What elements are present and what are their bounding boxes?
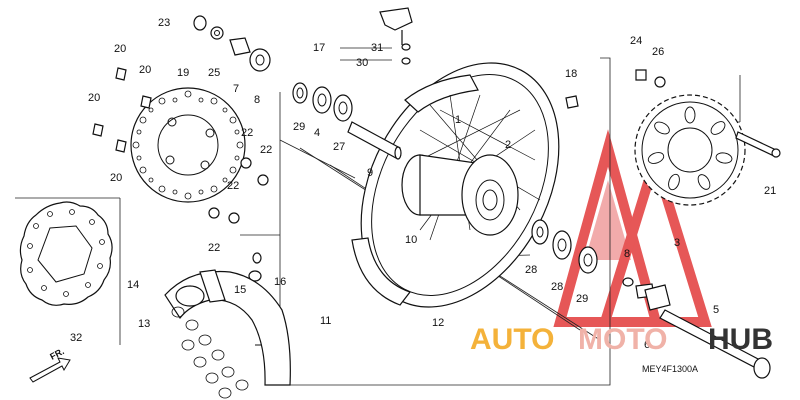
callout-2: 2 xyxy=(505,139,511,151)
brake-disc-19 xyxy=(130,87,246,203)
callout-15: 15 xyxy=(234,284,246,296)
callout-4: 4 xyxy=(314,127,320,139)
callout-9: 9 xyxy=(367,167,373,179)
callout-6: 6 xyxy=(644,339,650,351)
watermark-triangles xyxy=(553,129,712,327)
callout-22: 22 xyxy=(260,144,272,156)
callout-18: 18 xyxy=(565,68,577,80)
callout-5: 5 xyxy=(713,304,719,316)
callout-25: 25 xyxy=(208,67,220,79)
callout-20: 20 xyxy=(139,64,151,76)
callout-29: 29 xyxy=(576,293,588,305)
callout-22: 22 xyxy=(208,242,220,254)
callout-19: 19 xyxy=(177,67,189,79)
sprocket-3 xyxy=(634,94,746,206)
callout-26: 26 xyxy=(652,46,664,58)
tire-13 xyxy=(164,269,291,399)
callout-13: 13 xyxy=(138,318,150,330)
callout-12: 12 xyxy=(432,317,444,329)
callout-14: 14 xyxy=(127,279,139,291)
callout-32: 32 xyxy=(70,332,82,344)
watermark-auto: AUTO xyxy=(470,323,554,356)
callout-22: 22 xyxy=(241,127,253,139)
callout-28: 28 xyxy=(525,264,537,276)
callout-21: 21 xyxy=(764,185,776,197)
callout-11: 11 xyxy=(320,315,331,327)
callout-31: 31 xyxy=(371,42,383,54)
small-parts xyxy=(92,7,781,379)
callout-20: 20 xyxy=(110,172,122,184)
bearings-left xyxy=(292,82,353,122)
callout-8: 8 xyxy=(624,248,630,260)
callout-27: 27 xyxy=(333,141,345,153)
callout-3: 3 xyxy=(674,237,680,249)
callout-29: 29 xyxy=(293,121,305,133)
callout-17: 17 xyxy=(313,42,325,54)
callout-20: 20 xyxy=(114,43,126,55)
callout-28: 28 xyxy=(551,281,563,293)
callout-16: 16 xyxy=(274,276,286,288)
hub-10 xyxy=(401,154,519,236)
callout-20: 20 xyxy=(88,92,100,104)
watermark-hub: HUB xyxy=(708,323,773,356)
front-direction-arrow xyxy=(29,357,71,383)
diagram-code: MEY4F1300A xyxy=(642,364,698,374)
callout-30: 30 xyxy=(356,57,368,69)
callout-23: 23 xyxy=(158,17,170,29)
wavy-disc-32 xyxy=(19,201,113,306)
callout-1: 1 xyxy=(455,114,461,126)
axle-5 xyxy=(659,309,771,379)
callout-22: 22 xyxy=(227,180,239,192)
spacer-9 xyxy=(347,121,402,160)
callout-8: 8 xyxy=(254,94,260,106)
callout-24: 24 xyxy=(630,35,642,47)
watermark-text: AUTO MOTO HUB xyxy=(470,323,773,356)
callout-10: 10 xyxy=(405,234,417,246)
watermark-moto: MOTO xyxy=(578,323,667,356)
callout-7: 7 xyxy=(233,83,239,95)
bearings-right xyxy=(531,219,598,274)
